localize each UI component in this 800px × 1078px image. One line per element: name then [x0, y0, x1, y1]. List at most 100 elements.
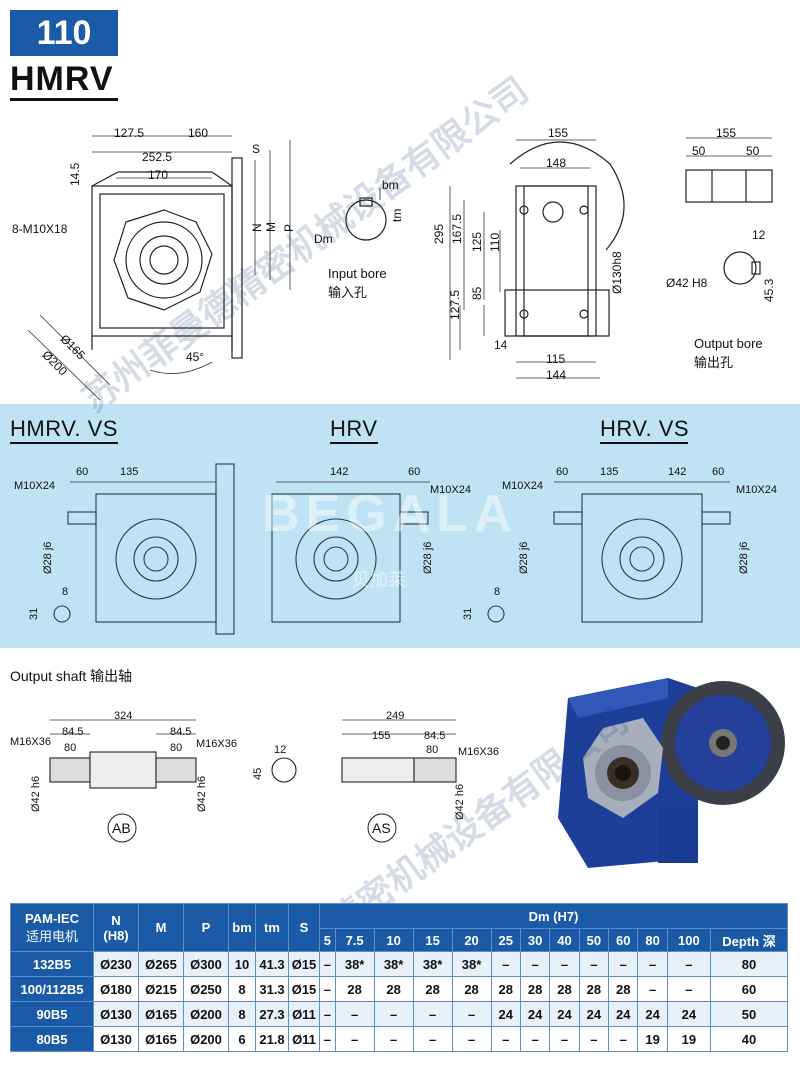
hrvvs-m10a: M10X24 [502, 480, 543, 492]
hrv-d28j6: Ø28 j6 [422, 541, 434, 574]
model-title: HMRV [10, 60, 114, 98]
cell-tm: 31.3 [255, 976, 289, 1002]
cell-p: Ø300 [183, 951, 229, 977]
hrvvs-60b: 60 [712, 466, 725, 478]
output-shaft-title: Output shaft 输出轴 [10, 668, 133, 684]
th-pam: PAM-IEC 适用电机 [10, 903, 94, 952]
shaft-drawings [49, 719, 457, 843]
cell-dm: 24 [519, 1001, 551, 1027]
cell-p: Ø250 [183, 976, 229, 1002]
cell-bm: 10 [228, 951, 256, 977]
hrv-142: 142 [330, 466, 349, 478]
cell-dm: 24 [490, 1001, 521, 1027]
th-n-h8: (H8) [103, 927, 129, 943]
th-ratio: 7.5 [334, 928, 375, 952]
input-dm: Dm [314, 232, 333, 246]
bolt-label: 8-M10X18 [12, 222, 68, 236]
input-bm: bm [382, 178, 399, 192]
top-drawings [27, 135, 773, 400]
th-ratio: 40 [549, 928, 580, 952]
ab-80a: 80 [64, 742, 77, 754]
side-d130h8: Ø130h8 [610, 251, 624, 294]
input-bore-label: Input bore [328, 266, 387, 281]
cell-dm: – [319, 976, 336, 1002]
hrv-31: 31 [462, 607, 474, 620]
cell-dm: 38* [451, 951, 492, 977]
ab-m16a: M16X36 [10, 736, 51, 748]
th-n-label: N [111, 912, 121, 928]
th-n: N(H8) [93, 903, 139, 952]
hmrvvs-m10: M10X24 [14, 480, 55, 492]
as-84-5: 84.5 [424, 730, 446, 742]
cell-dm: – [373, 1001, 414, 1027]
input-tm: tm [390, 208, 404, 222]
key-45: 45 [252, 767, 264, 780]
out-50a: 50 [692, 144, 706, 158]
model-underline [10, 98, 118, 101]
as-155: 155 [372, 730, 391, 742]
brand-watermark-cn: 贝加莱 [352, 570, 406, 590]
out-155: 155 [716, 126, 737, 140]
side-14: 14 [494, 338, 508, 352]
input-bore-label-cn: 输入孔 [328, 285, 368, 300]
cell-p: Ø200 [183, 1001, 229, 1027]
cell-tm: 21.8 [255, 1026, 289, 1052]
out-50b: 50 [746, 144, 760, 158]
row-pam: 132B5 [10, 951, 94, 977]
cell-tm: 41.3 [255, 951, 289, 977]
th-ratio: 30 [519, 928, 551, 952]
cell-dm: 28 [519, 976, 551, 1002]
hrv-m10: M10X24 [430, 484, 471, 496]
ab-m16b: M16X36 [196, 738, 237, 750]
row-pam: 100/112B5 [10, 976, 94, 1002]
side-110: 110 [488, 232, 502, 252]
brand-watermark: BEGALA [262, 485, 518, 543]
cell-dm: – [578, 1026, 610, 1052]
ab-d42h6a: Ø42 h6 [30, 775, 42, 812]
th-ratio: 80 [637, 928, 668, 952]
ab-84-5a: 84.5 [62, 726, 84, 738]
th-ratio: 5 [319, 928, 336, 952]
as-80: 80 [426, 744, 439, 756]
hrvvs-135: 135 [600, 466, 619, 478]
cell-dm: 38* [412, 951, 453, 977]
cell-p: Ø200 [183, 1026, 229, 1052]
variant-title-hmrv-vs: HMRV. VS [10, 416, 118, 441]
out-d42h8: Ø42 H8 [666, 276, 708, 290]
as-label: AS [372, 820, 391, 836]
cell-dm: 24 [666, 1001, 712, 1027]
side-115: 115 [546, 352, 566, 366]
cell-dm: 19 [666, 1026, 712, 1052]
th-ratio: 60 [608, 928, 639, 952]
th-ratio: 100 [666, 928, 712, 952]
dim-s: S [252, 142, 261, 156]
variant-underline-2 [330, 442, 378, 444]
out-45-3: 45.3 [762, 278, 776, 302]
hrv-8: 8 [494, 586, 501, 598]
cell-m: Ø165 [138, 1026, 184, 1052]
side-155: 155 [548, 126, 569, 140]
cell-dm: 28 [373, 976, 414, 1002]
cell-n: Ø130 [93, 1001, 139, 1027]
cell-dm: – [373, 1026, 414, 1052]
cell-dm: – [637, 976, 668, 1002]
cell-dm: 28 [451, 976, 492, 1002]
th-depth: Depth 深 [710, 928, 788, 952]
cell-dm: – [578, 951, 610, 977]
hmrvvs-8: 8 [62, 586, 69, 598]
cell-depth: 80 [710, 951, 788, 977]
cell-dm: – [666, 976, 712, 1002]
cell-dm: 28 [549, 976, 580, 1002]
th-ratio: 50 [578, 928, 610, 952]
cell-tm: 27.3 [255, 1001, 289, 1027]
hmrvvs-135: 135 [120, 466, 139, 478]
cell-depth: 40 [710, 1026, 788, 1052]
th-pam-cn: 适用电机 [25, 928, 78, 944]
th-pam-en: PAM-IEC [25, 910, 79, 926]
cell-dm: – [334, 1026, 375, 1052]
variant-title-hrv-vs: HRV. VS [600, 416, 690, 441]
cell-dm: – [608, 1026, 639, 1052]
size-badge: 110 [10, 10, 118, 56]
side-127-5: 127.5 [448, 289, 462, 320]
